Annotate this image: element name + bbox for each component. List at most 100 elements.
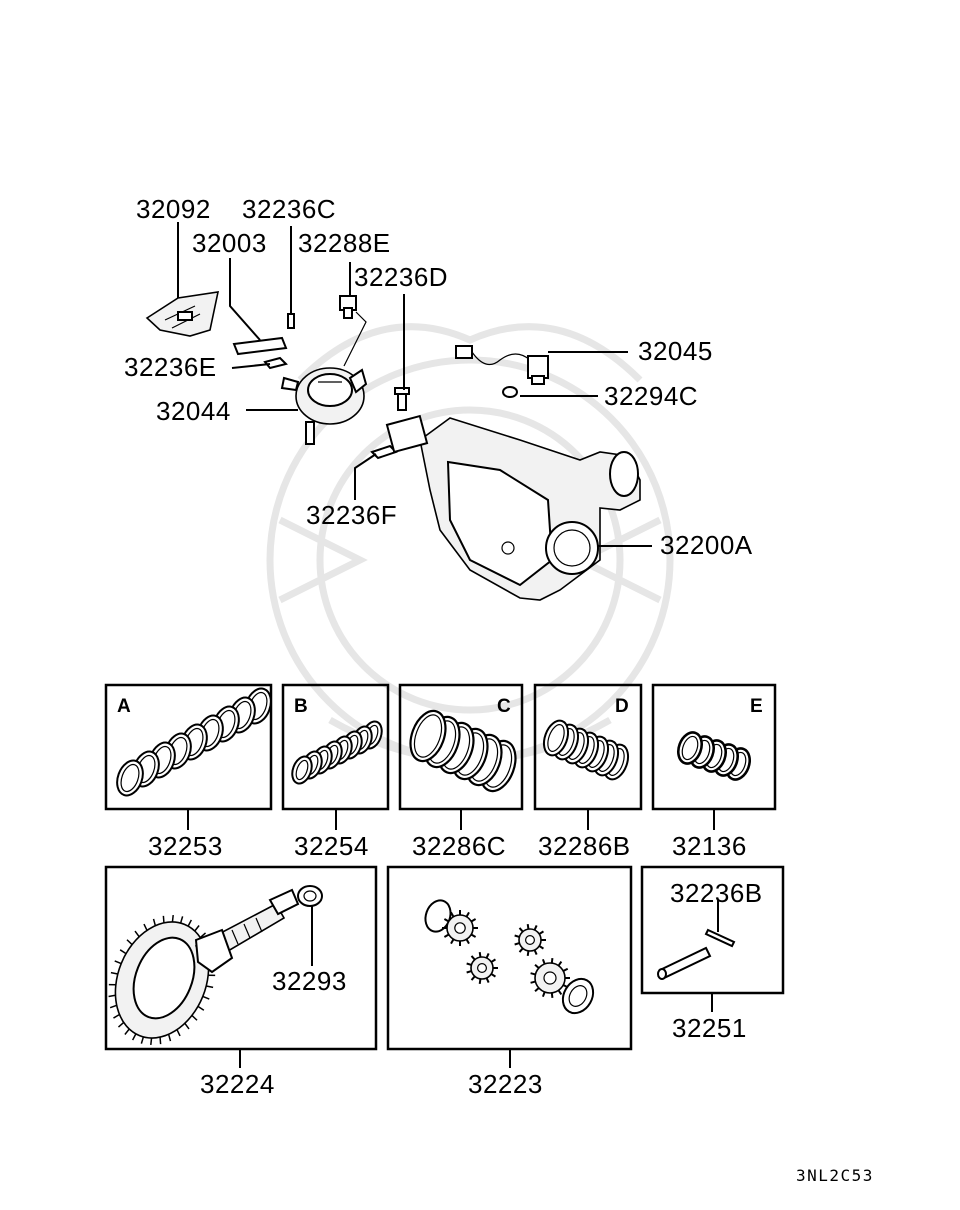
label-32200A: 32200A [660,530,753,560]
gear-tooth [450,938,455,945]
ring-gear-tooth [108,994,116,998]
ring-gear-tooth [131,1033,137,1041]
shim-ring [116,759,144,797]
gear-tooth [465,911,470,918]
gear-tooth [466,962,472,966]
gear-tooth [490,958,497,963]
ring-gear-tooth [119,949,127,955]
gear-tooth [470,918,477,923]
gear-tooth [534,963,540,969]
label-32236B: 32236B [670,878,763,908]
gear-tooth [562,967,569,972]
label-32253: 32253 [148,831,223,861]
gear-tooth [533,925,538,931]
part-32236E-clip[interactable] [263,356,288,370]
gear-tooth [443,933,450,938]
part-32288E-bolt[interactable] [339,295,357,319]
label-32236D: 32236D [354,262,448,292]
gear-tooth [470,975,476,981]
part-32236B-roll-pin[interactable] [704,928,736,948]
leader-32236F [354,453,377,500]
shim-ring [409,709,447,763]
gear-tooth [550,992,554,998]
ring-gear-tooth [206,985,214,989]
leader-32003 [229,258,261,341]
gear-tooth [557,989,563,996]
box-letter-d: D [615,696,629,717]
label-32293: 32293 [272,966,347,996]
gear-tooth [530,972,536,976]
shim-stack-32286B [542,719,630,781]
gear-hub [543,971,557,985]
gear-tooth [478,952,482,958]
part-32044-actuator[interactable] [280,367,368,445]
gear-tooth [518,947,524,953]
ring-gear-tooth [167,1034,172,1042]
label-32251: 32251 [672,1013,747,1043]
shim-ring-inner [413,714,443,758]
part-32251-pin-shaft[interactable] [657,946,712,980]
ring-gear-tooth [194,925,200,932]
label-32236E: 32236E [124,352,217,382]
ring-gear-tooth [171,914,174,923]
label-32044: 32044 [156,396,231,426]
ring-gear-tooth [152,918,157,926]
part-32236C-bolt[interactable] [287,313,295,329]
gear-tooth [526,950,530,956]
diagram-code: 3NL2C53 [796,1166,874,1185]
part-32224-ring-gear [108,914,216,1046]
gear-tooth [518,927,524,933]
part-32200A-differential-housing[interactable] [385,414,641,601]
ring-gear-tooth [179,916,184,924]
label-32092: 32092 [136,194,211,224]
ring-gear-tooth [114,960,122,965]
gear-tooth [465,938,470,945]
ring-gear-tooth [150,1037,153,1046]
ring-gear-tooth [202,995,210,1000]
gear-tooth [541,991,546,998]
gear-tooth [538,945,545,950]
shim-ring [291,755,313,785]
ring-gear-tooth [176,1029,181,1037]
shim-ring [677,731,703,765]
shim-stack-32253 [116,687,272,797]
ring-gear-tooth [109,1004,117,1009]
shim-ring [542,719,570,757]
part-32236D-bolt[interactable] [394,387,410,411]
ring-gear-tooth [191,1014,198,1021]
ring-gear-tooth [187,919,193,927]
gear-tooth [450,911,455,918]
ring-gear-tooth [162,915,165,923]
shim-ring-inner [681,735,699,761]
shim-ring-inner [295,759,309,781]
label-32224: 32224 [200,1069,275,1099]
label-32045: 32045 [638,336,713,366]
ring-gear-tooth [134,930,140,938]
shim-ring-inner [547,724,565,752]
box-32223-gear-set[interactable] [386,865,633,1051]
label-32236F: 32236F [306,500,397,530]
part-32224-pinion-shaft [194,888,300,974]
shim-stack-32136 [677,731,751,781]
part-32294C-oring[interactable] [502,386,518,398]
gear-tooth [550,958,554,964]
gear-tooth [443,918,450,923]
part-32045-sensor[interactable] [455,345,549,385]
part-32092-bracket[interactable] [145,291,220,337]
ring-gear-tooth [197,1005,205,1011]
label-32236C: 32236C [242,194,336,224]
part-32003-strap[interactable] [232,336,288,356]
box-letter-b: B [294,696,308,717]
shim-ring-inner [120,763,140,793]
ring-gear-tooth [184,1022,190,1030]
bolt-path-line [343,311,367,367]
shim-stack-32286C [409,709,517,793]
gear-tooth [490,973,497,978]
ring-gear-tooth [113,1013,120,1019]
gear-tooth [514,942,520,946]
label-32136: 32136 [672,831,747,861]
label-32286B: 32286B [538,831,631,861]
gear-tooth [470,933,477,938]
part-32293-bearing[interactable] [297,885,323,907]
